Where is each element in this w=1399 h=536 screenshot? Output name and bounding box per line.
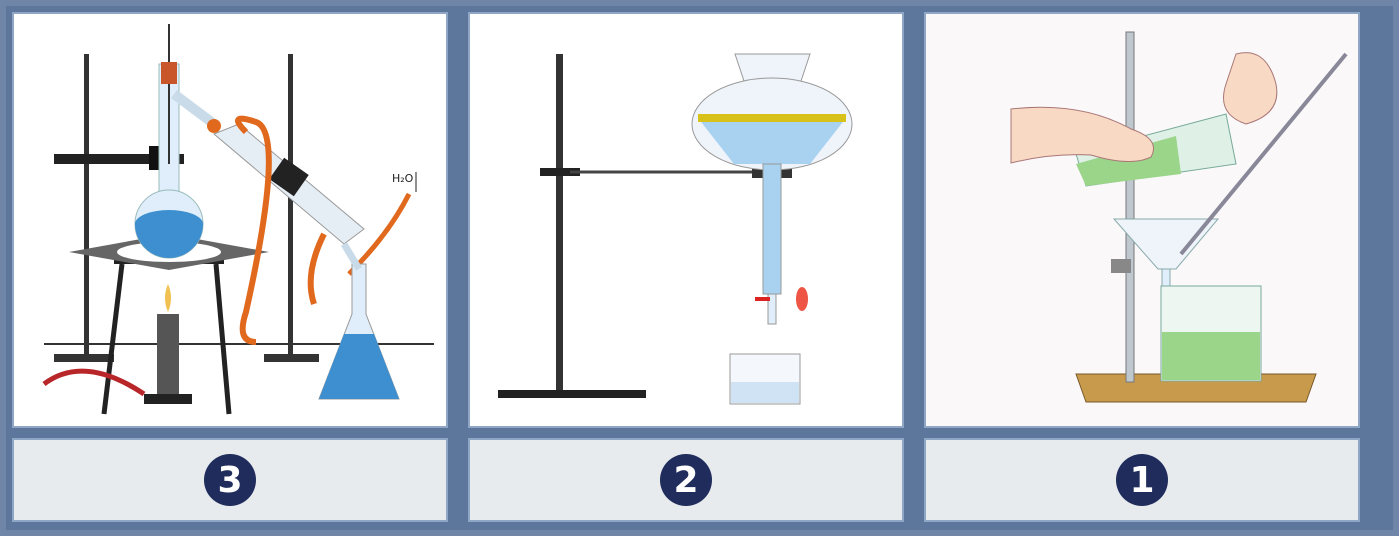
figure-board: H₂O 3	[6, 6, 1393, 530]
step-number-badge: 1	[1116, 454, 1168, 506]
distillation-apparatus: H₂O	[12, 12, 448, 428]
step-number-badge: 2	[660, 454, 712, 506]
panel-caption: 1	[924, 438, 1360, 522]
panel-caption: 2	[468, 438, 904, 522]
filtration-apparatus	[924, 12, 1360, 428]
water-label: H₂O	[392, 172, 414, 185]
panel-separation: 2	[462, 6, 910, 530]
panel-caption: 3	[12, 438, 448, 522]
separatory-funnel-apparatus	[468, 12, 904, 428]
panel-distillation: H₂O 3	[6, 6, 454, 530]
panel-filtration: 1	[918, 6, 1366, 530]
step-number-badge: 3	[204, 454, 256, 506]
